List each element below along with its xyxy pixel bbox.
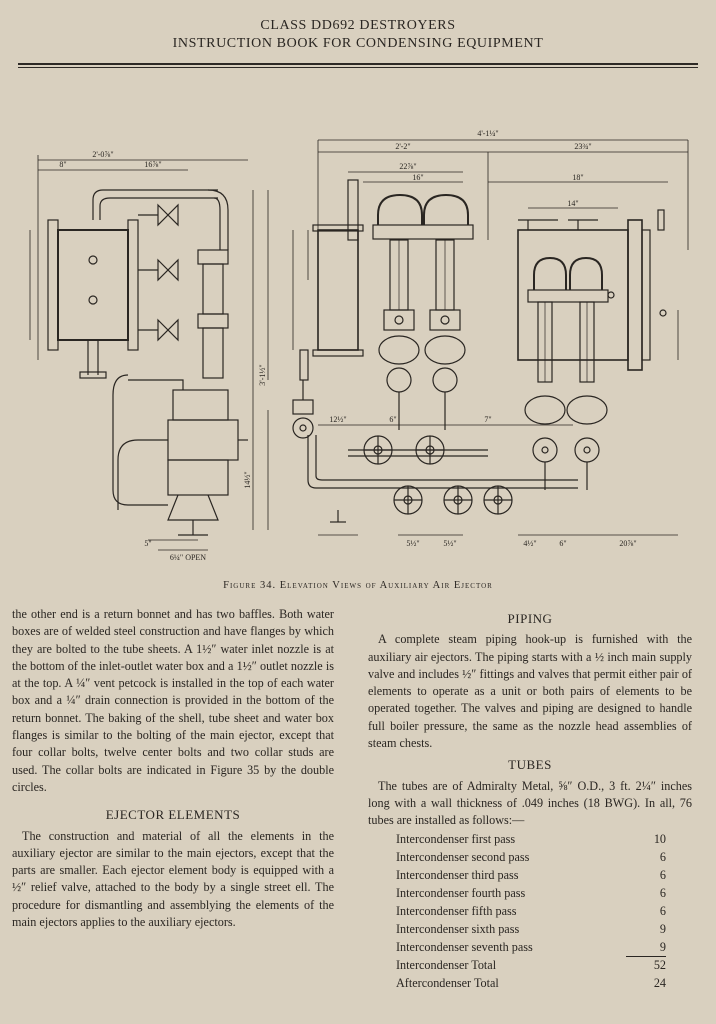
dim-label: 16": [412, 173, 423, 182]
table-row: Intercondenser fourth pass 6: [396, 884, 666, 902]
left-column: the other end is a return bonnet and has…: [12, 606, 334, 931]
row-value: 6: [659, 867, 666, 882]
row-label: Intercondenser first pass: [396, 831, 516, 846]
row-value: 24: [653, 975, 666, 990]
row-label: Intercondenser seventh pass: [396, 939, 533, 954]
sum-rule: [626, 955, 666, 957]
dim-label: 4'-1¼": [477, 129, 498, 138]
elevation-drawing: 4'-1¼" 2'-2" 23¾" 22⅞" 16" 18" 14" 2'-0⅞…: [29, 129, 689, 562]
section-heading-ejector-elements: EJECTOR ELEMENTS: [105, 807, 241, 823]
dim-label: 16⅞": [144, 160, 161, 169]
dim-label: 14½": [243, 471, 252, 488]
dim-label: 6¼" OPEN: [170, 553, 206, 562]
dim-label: 14": [567, 199, 578, 208]
row-value: 52: [653, 957, 666, 972]
row-label: Intercondenser sixth pass: [396, 921, 520, 936]
section-heading-piping: PIPING: [507, 611, 553, 626]
table-row: Intercondenser seventh pass 9: [396, 938, 666, 956]
running-header-title: CLASS DD692 DESTROYERS: [260, 18, 456, 33]
dim-label: 5": [144, 539, 151, 548]
row-value: 9: [659, 939, 666, 954]
running-header-subtitle: INSTRUCTION BOOK FOR CONDENSING EQUIPMEN…: [172, 36, 544, 51]
table-row: Intercondenser sixth pass 9: [396, 920, 666, 938]
right-column: PIPING A complete steam piping hook-up i…: [368, 606, 692, 992]
row-label: Intercondenser fifth pass: [396, 903, 517, 918]
row-label: Intercondenser fourth pass: [396, 885, 526, 900]
row-value: 10: [653, 831, 666, 846]
dim-label: 6": [559, 539, 566, 548]
table-total-row: Aftercondenser Total 24: [396, 974, 666, 992]
dim-label: 5½": [406, 539, 419, 548]
dim-label: 7": [484, 415, 491, 424]
row-label: Aftercondenser Total: [396, 975, 499, 990]
body-paragraph: A complete steam piping hook-up is furni…: [368, 632, 692, 751]
row-label: Intercondenser third pass: [396, 867, 519, 882]
section-heading-tubes: TUBES: [508, 757, 552, 773]
row-label: Intercondenser second pass: [396, 849, 530, 864]
dim-label: 5½": [443, 539, 456, 548]
body-paragraph: The tubes are of Admiralty Metal, ⅝″ O.D…: [368, 778, 692, 828]
table-row: Intercondenser first pass 10: [396, 830, 666, 848]
row-label: Intercondenser Total: [396, 957, 497, 972]
row-value: 6: [659, 885, 666, 900]
row-value: 6: [659, 849, 666, 864]
dim-label: 12½": [329, 415, 346, 424]
dim-label: 20⅞": [619, 539, 636, 548]
dim-label: 6": [389, 415, 396, 424]
table-total-row: Intercondenser Total 52: [396, 955, 666, 974]
body-paragraph: the other end is a return bonnet and has…: [12, 607, 334, 794]
table-row: Intercondenser fifth pass 6: [396, 902, 666, 920]
dim-label: 3'-1½": [258, 364, 267, 385]
dim-label: 18": [572, 173, 583, 182]
table-row: Intercondenser third pass 6: [396, 866, 666, 884]
header-rule: [18, 63, 698, 65]
tube-count-table: Intercondenser first pass 10 Intercondens…: [396, 830, 666, 992]
dim-label: 4½": [523, 539, 536, 548]
dim-label: 2'-2": [395, 142, 410, 151]
dim-label: 2'-0⅞": [92, 150, 113, 159]
figure-caption: Figure 34. Elevation Views of Auxiliary …: [223, 580, 493, 591]
row-value: 9: [659, 921, 666, 936]
table-row: Intercondenser second pass 6: [396, 848, 666, 866]
dim-label: 23¾": [574, 142, 591, 151]
header-rule-thin: [18, 67, 698, 68]
dim-label: 8": [59, 160, 66, 169]
row-value: 6: [659, 903, 666, 918]
dim-label: 22⅞": [399, 162, 416, 171]
body-paragraph: The construction and material of all the…: [12, 828, 334, 930]
